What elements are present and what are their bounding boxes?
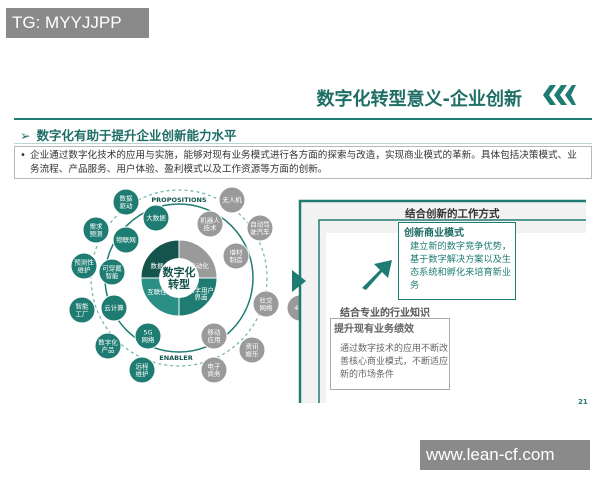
watermark-top: TG: MYYJJPP [6, 8, 149, 38]
app-node [200, 356, 228, 384]
tech-node-label: 物联网 [116, 235, 136, 244]
tech-node-label: 云计算 [104, 303, 124, 312]
app-node [222, 242, 250, 270]
slide-title: 数字化转型意义-企业创新 [316, 89, 522, 110]
arrow-right-icon [292, 270, 306, 292]
app-node-label: 无人机 [222, 195, 242, 204]
app-node [252, 290, 280, 318]
section-heading: ➢ 数字化有助于提升企业创新能力水平 [20, 125, 237, 144]
app-node [218, 186, 246, 214]
bullet-icon: • [20, 150, 26, 161]
tech-node [142, 204, 170, 232]
chevron-left-icon [543, 85, 576, 105]
performance-body: 通过数字技术的应用不断改善核心商业模式，不断适应新的市场条件 [340, 344, 449, 380]
tech-node-label: 预测性维护 [74, 257, 94, 273]
tech-node-label: 需求预测 [90, 221, 104, 237]
tech-node-label: 远程维护 [136, 361, 150, 377]
app-node-label: 增材制造 [230, 247, 244, 263]
tech-node [100, 294, 128, 322]
tech-node [82, 216, 110, 244]
outer-ring [90, 189, 268, 367]
tech-node [112, 188, 140, 216]
innovation-title: 创新商业模式 [404, 228, 464, 239]
center-label: 数字化转型 [163, 265, 196, 291]
pie-segment-label: 互联性 [147, 287, 167, 296]
work-mode-title: 结合创新的工作方式 [405, 208, 500, 220]
innovation-box [398, 222, 516, 300]
description-box [14, 146, 592, 179]
app-node [200, 322, 228, 350]
performance-title: 提升现有业务绩效 [334, 324, 414, 335]
tech-node-label: 大数据 [146, 213, 166, 222]
tech-node-label: 数字化产品 [98, 337, 118, 353]
tech-node [112, 226, 140, 254]
section-heading-text: 数字化有助于提升企业创新能力水平 [36, 128, 237, 143]
page-number: 21 [578, 398, 588, 406]
description-text: 企业通过数字化技术的应用与实施，能够对现有业务模式进行各方面的探索与改造，实现商… [30, 150, 577, 175]
app-node-label: 电子商务 [208, 361, 222, 377]
pie-segment-label: 自动化 [189, 261, 209, 270]
app-node-label: 自动驾驶汽车 [250, 219, 270, 235]
industry-knowledge-title: 结合专业的行业知识 [340, 308, 430, 319]
tech-node [134, 322, 162, 350]
app-node-label: 资讯娱乐 [246, 341, 260, 357]
ring-label-bottom: ENABLER [159, 354, 192, 362]
arrow-right-icon: ➢ [20, 128, 31, 143]
tech-node-label: 可穿戴智能 [102, 263, 122, 279]
tech-node [128, 356, 156, 384]
innovation-body: 建立新的数字竞争优势，基于数字解决方案以及生态系统和孵化来培育新业务 [410, 241, 512, 291]
tech-node [98, 258, 126, 286]
tech-node [94, 332, 122, 360]
pie-segment-label: 数字用户界面 [188, 286, 214, 302]
pie-segment-label: 数据 [151, 261, 165, 270]
trend-up-arrow-icon [362, 260, 392, 290]
app-node-label: 机器人技术 [200, 215, 220, 231]
center-disk [159, 258, 199, 298]
tech-node [68, 296, 96, 324]
app-node [196, 210, 224, 238]
tech-node-label: 数据驱动 [120, 193, 134, 209]
ring-label-top: PROPOSITIONS [151, 196, 207, 204]
section-divider [14, 143, 592, 144]
app-node [238, 336, 266, 364]
tech-node-label: 智能工厂 [76, 301, 90, 317]
title-divider [14, 118, 592, 120]
app-node-label: 移动应用 [208, 327, 222, 343]
app-node-label: 社交网络 [260, 295, 274, 311]
tech-node [70, 252, 98, 280]
app-node [246, 214, 274, 242]
performance-box [330, 318, 450, 390]
watermark-bottom: www.lean-cf.com [420, 440, 590, 470]
